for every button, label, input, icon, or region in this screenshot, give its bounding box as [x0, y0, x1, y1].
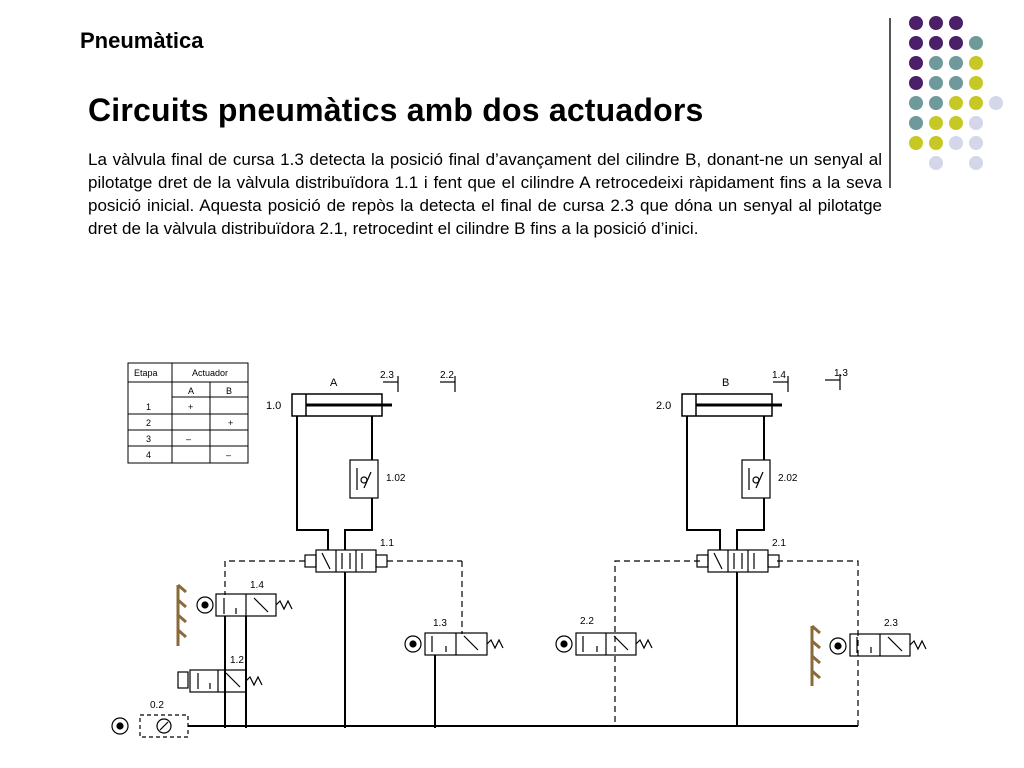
svg-text:2.3: 2.3 [380, 370, 394, 381]
decor-dot [949, 36, 963, 50]
decor-dot [929, 136, 943, 150]
limit-mark-2-2: 2.2 [440, 370, 456, 392]
table-col-a: A [188, 386, 194, 396]
table-col-b: B [226, 386, 232, 396]
decor-dot [969, 36, 983, 50]
decor-dot [909, 16, 923, 30]
decor-dot [949, 76, 963, 90]
table-row-4-step: 4 [146, 450, 151, 460]
valve-1-2: 1.2 [177, 655, 263, 693]
flow-control-1-02: 1.02 [349, 459, 406, 499]
decor-dot [949, 56, 963, 70]
table-row-1-step: 1 [146, 402, 151, 412]
table-row-1-a: + [188, 402, 193, 412]
pilot-lines-b [614, 560, 859, 726]
decor-dot [909, 136, 923, 150]
decor-dot [929, 56, 943, 70]
decor-dot [929, 36, 943, 50]
svg-text:1.4: 1.4 [250, 580, 264, 591]
cylinder-a: A 1.0 [266, 377, 392, 417]
decor-dot [929, 16, 943, 30]
svg-text:2.1: 2.1 [772, 538, 786, 549]
table-row-2-b: + [228, 418, 233, 428]
svg-text:1.4: 1.4 [772, 370, 786, 381]
decor-dot [969, 156, 983, 170]
pneumatic-circuit-diagram: Etapa Actuador A B 1 + 2 + 3 – 4 – A 1.0… [111, 362, 927, 738]
air-source-0-2: 0.2 [111, 700, 858, 738]
valve-2-2: 2.2 [555, 616, 653, 656]
svg-text:1.02: 1.02 [386, 473, 406, 484]
decor-dot [949, 116, 963, 130]
valve-2-3: 2.3 [810, 618, 927, 686]
limit-mark-1-4: 1.4 [772, 370, 789, 392]
cylinder-a-label: 1.0 [266, 400, 281, 412]
decor-dot [949, 16, 963, 30]
decor-dot [929, 76, 943, 90]
table-row-2-step: 2 [146, 418, 151, 428]
table-row-3-a: – [186, 434, 191, 444]
decor-dot [909, 116, 923, 130]
slide-title: Circuits pneumàtics amb dos actuadors [88, 92, 704, 128]
decor-dot [929, 116, 943, 130]
svg-text:2.3: 2.3 [884, 618, 898, 629]
valve-1-4: 1.4 [176, 580, 293, 728]
svg-text:1.3: 1.3 [834, 368, 848, 379]
decor-dot [909, 56, 923, 70]
cylinder-b-letter: B [722, 377, 729, 389]
valve-1-3: 1.3 [404, 618, 504, 728]
cylinder-b: B 2.0 [656, 377, 782, 417]
flow-control-2-02: 2.02 [741, 459, 798, 499]
decor-dot [969, 116, 983, 130]
svg-text:1.1: 1.1 [380, 538, 394, 549]
limit-mark-1-3: 1.3 [825, 368, 848, 390]
sequence-table: Etapa Actuador A B 1 + 2 + 3 – 4 – [127, 362, 249, 464]
decor-dot [969, 96, 983, 110]
svg-text:2.02: 2.02 [778, 473, 798, 484]
decor-dot [989, 96, 1003, 110]
cylinder-a-letter: A [330, 377, 338, 389]
decor-dot [929, 96, 943, 110]
decor-dot [949, 96, 963, 110]
decor-dot [969, 56, 983, 70]
section-label: Pneumàtica [80, 28, 204, 53]
table-row-3-step: 3 [146, 434, 151, 444]
decor-dot [969, 76, 983, 90]
decor-dot [909, 36, 923, 50]
decor-dot [909, 76, 923, 90]
table-header-stage: Etapa [134, 368, 158, 378]
svg-text:0.2: 0.2 [150, 700, 164, 711]
svg-text:1.2: 1.2 [230, 655, 244, 666]
lines-cylinder-a [296, 416, 373, 550]
table-header-actuator: Actuador [192, 368, 228, 378]
table-row-4-b: – [226, 450, 231, 460]
decor-dot [949, 136, 963, 150]
decor-dot [969, 136, 983, 150]
cylinder-b-label: 2.0 [656, 400, 671, 412]
svg-text:1.3: 1.3 [433, 618, 447, 629]
decorative-dots [909, 16, 1003, 170]
lines-cylinder-b [686, 416, 765, 550]
svg-text:2.2: 2.2 [580, 616, 594, 627]
valve-1-1: 1.1 [304, 538, 462, 728]
header-divider [889, 18, 891, 188]
slide-paragraph: La vàlvula final de cursa 1.3 detecta la… [88, 150, 882, 238]
valve-2-1: 2.1 [696, 538, 786, 726]
decor-dot [909, 96, 923, 110]
svg-text:2.2: 2.2 [440, 370, 454, 381]
decor-dot [929, 156, 943, 170]
limit-mark-2-3: 2.3 [380, 370, 399, 392]
pilot-lines-a [224, 560, 463, 634]
